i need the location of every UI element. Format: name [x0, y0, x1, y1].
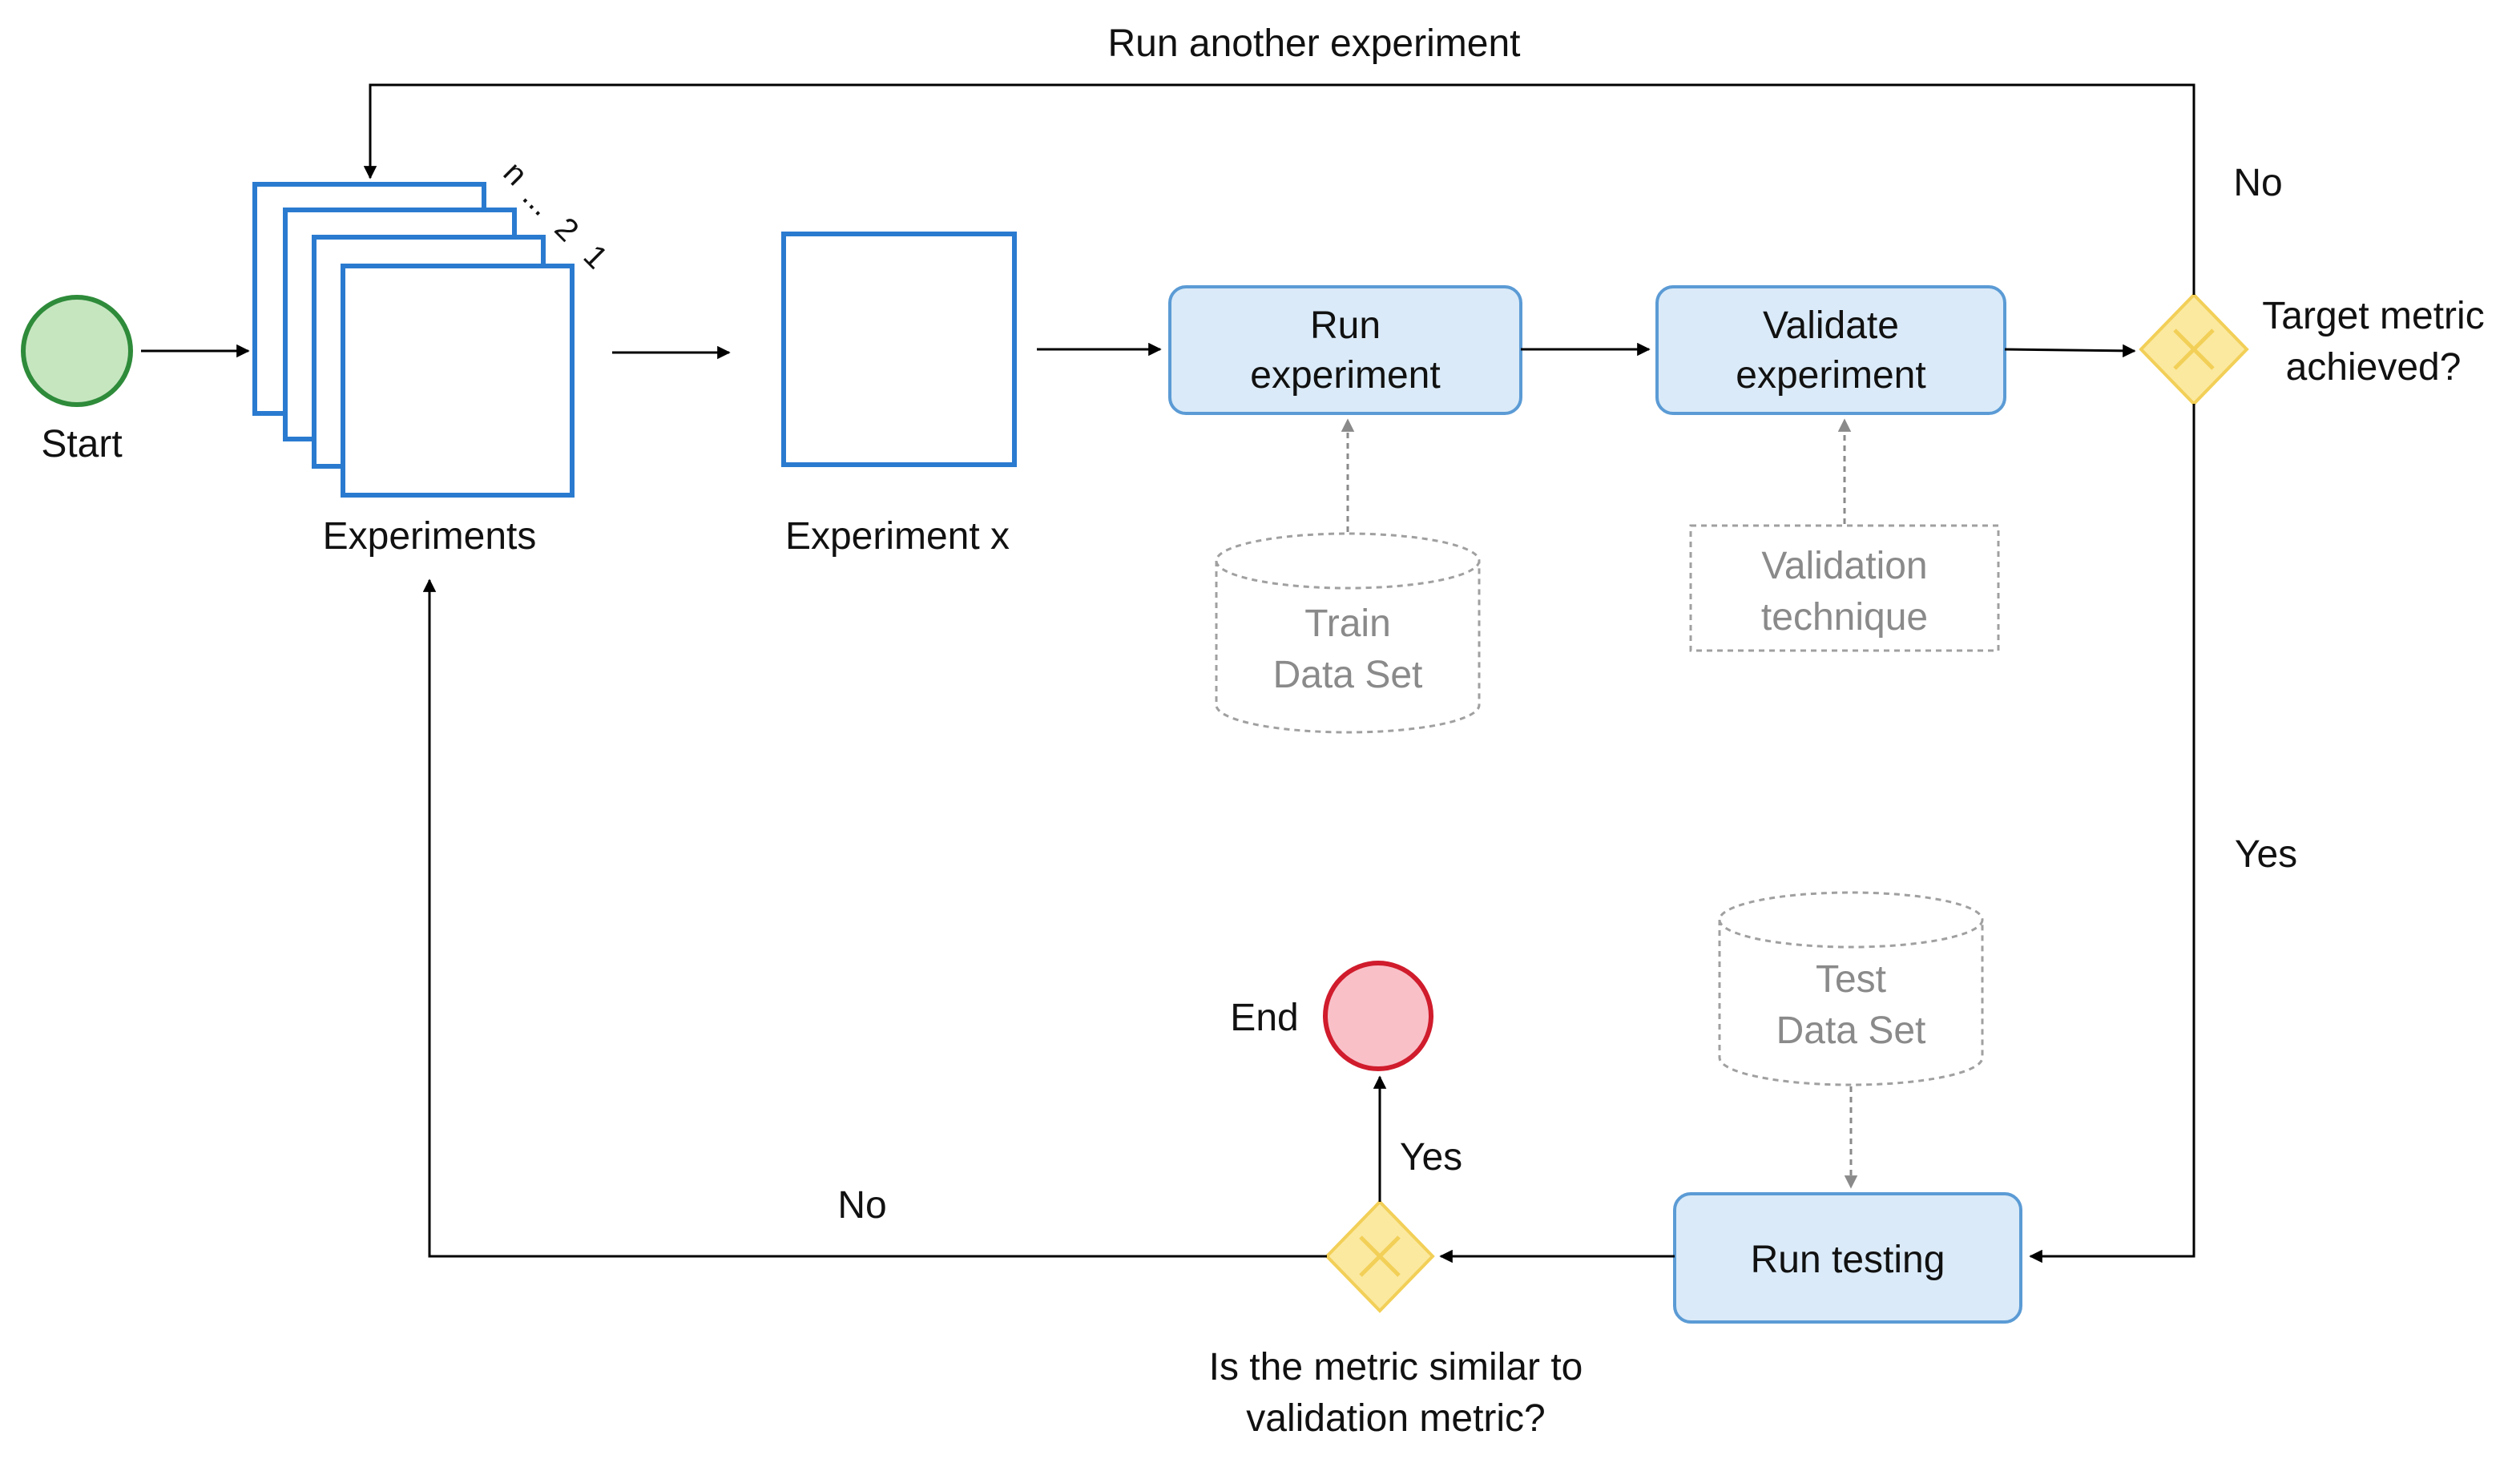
- loop-label: Run another experiment: [1108, 22, 1521, 65]
- flow-gateway-no-loop: [363, 83, 2195, 295]
- metric-similar-question-line2: validation metric?: [1246, 1397, 1546, 1440]
- stack-marker-1: 1: [577, 238, 615, 276]
- gateway-x-icon: [1359, 1235, 1401, 1277]
- stack-marker-2: 2: [548, 211, 586, 248]
- experiments-label: Experiments: [323, 515, 537, 558]
- flow-similar-no-to-experiments: [422, 578, 1327, 1258]
- experiment-x-label: Experiment x: [785, 515, 1010, 558]
- validate-experiment-label-line2: experiment: [1736, 354, 1925, 397]
- stack-marker-ellipsis: ...: [516, 179, 560, 223]
- target-metric-question-line1: Target metric: [2262, 295, 2484, 337]
- target-yes-label: Yes: [2235, 833, 2297, 876]
- test-data-set-label-line2: Data Set: [1776, 1010, 1926, 1052]
- validation-technique-label-line1: Validation: [1761, 545, 1927, 587]
- target-metric-gateway: [2139, 292, 2249, 406]
- test-data-set-label-line1: Test: [1816, 958, 1886, 1001]
- end-label: End: [1230, 997, 1298, 1039]
- flow-validate-to-gateway: [2004, 344, 2136, 358]
- start-label: Start: [41, 423, 122, 465]
- train-data-set-label-line2: Data Set: [1273, 654, 1423, 696]
- sequence-flows: [141, 83, 2195, 1263]
- run-testing-label: Run testing: [1751, 1239, 1945, 1281]
- target-no-label: No: [2233, 162, 2282, 204]
- experiment-card-1: [341, 264, 575, 498]
- validation-technique-object: [1689, 524, 2000, 652]
- run-testing-task: [1673, 1192, 2022, 1324]
- experiments-stack: [252, 182, 575, 498]
- validation-technique-label-line2: technique: [1761, 596, 1928, 639]
- run-experiment-label-line1: Run: [1310, 304, 1381, 347]
- validate-experiment-label-line1: Validate: [1763, 304, 1899, 347]
- flow-gateway-yes-to-testing: [2029, 404, 2195, 1263]
- gateway-x-icon: [2173, 328, 2215, 370]
- similar-yes-label: Yes: [1400, 1136, 1462, 1179]
- similar-no-label: No: [837, 1184, 886, 1227]
- end-event: [1323, 961, 1433, 1071]
- data-associations: [1341, 418, 1858, 1189]
- metric-similar-gateway: [1325, 1199, 1435, 1313]
- stack-marker-n: n: [497, 155, 534, 192]
- train-data-set-store: [1215, 532, 1481, 734]
- metric-similar-question-line1: Is the metric similar to: [1209, 1346, 1583, 1388]
- train-data-set-label-line1: Train: [1304, 603, 1391, 645]
- start-event: [21, 295, 133, 407]
- run-experiment-label-line2: experiment: [1250, 354, 1440, 397]
- experiment-x-box: [781, 232, 1017, 467]
- test-data-set-store: [1718, 891, 1984, 1086]
- target-metric-question-line2: achieved?: [2286, 346, 2462, 389]
